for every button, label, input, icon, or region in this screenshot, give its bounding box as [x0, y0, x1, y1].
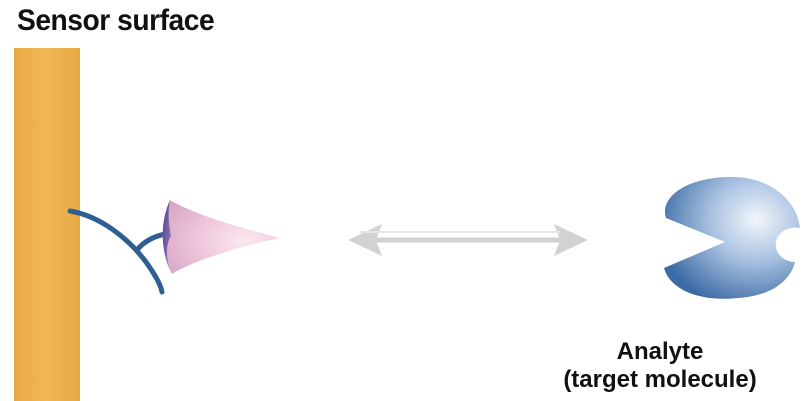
analyte-molecule [664, 177, 800, 299]
ligand-cone [162, 200, 280, 274]
receptor [67, 208, 168, 295]
binding-arrow [348, 224, 588, 256]
sensor-surface-label: Sensor surface [17, 4, 215, 37]
analyte-label: Analyte (target molecule) [520, 338, 800, 394]
analyte-label-line2: (target molecule) [563, 366, 757, 393]
sensor-surface-bar [14, 48, 80, 401]
analyte-label-line1: Analyte [616, 338, 704, 365]
